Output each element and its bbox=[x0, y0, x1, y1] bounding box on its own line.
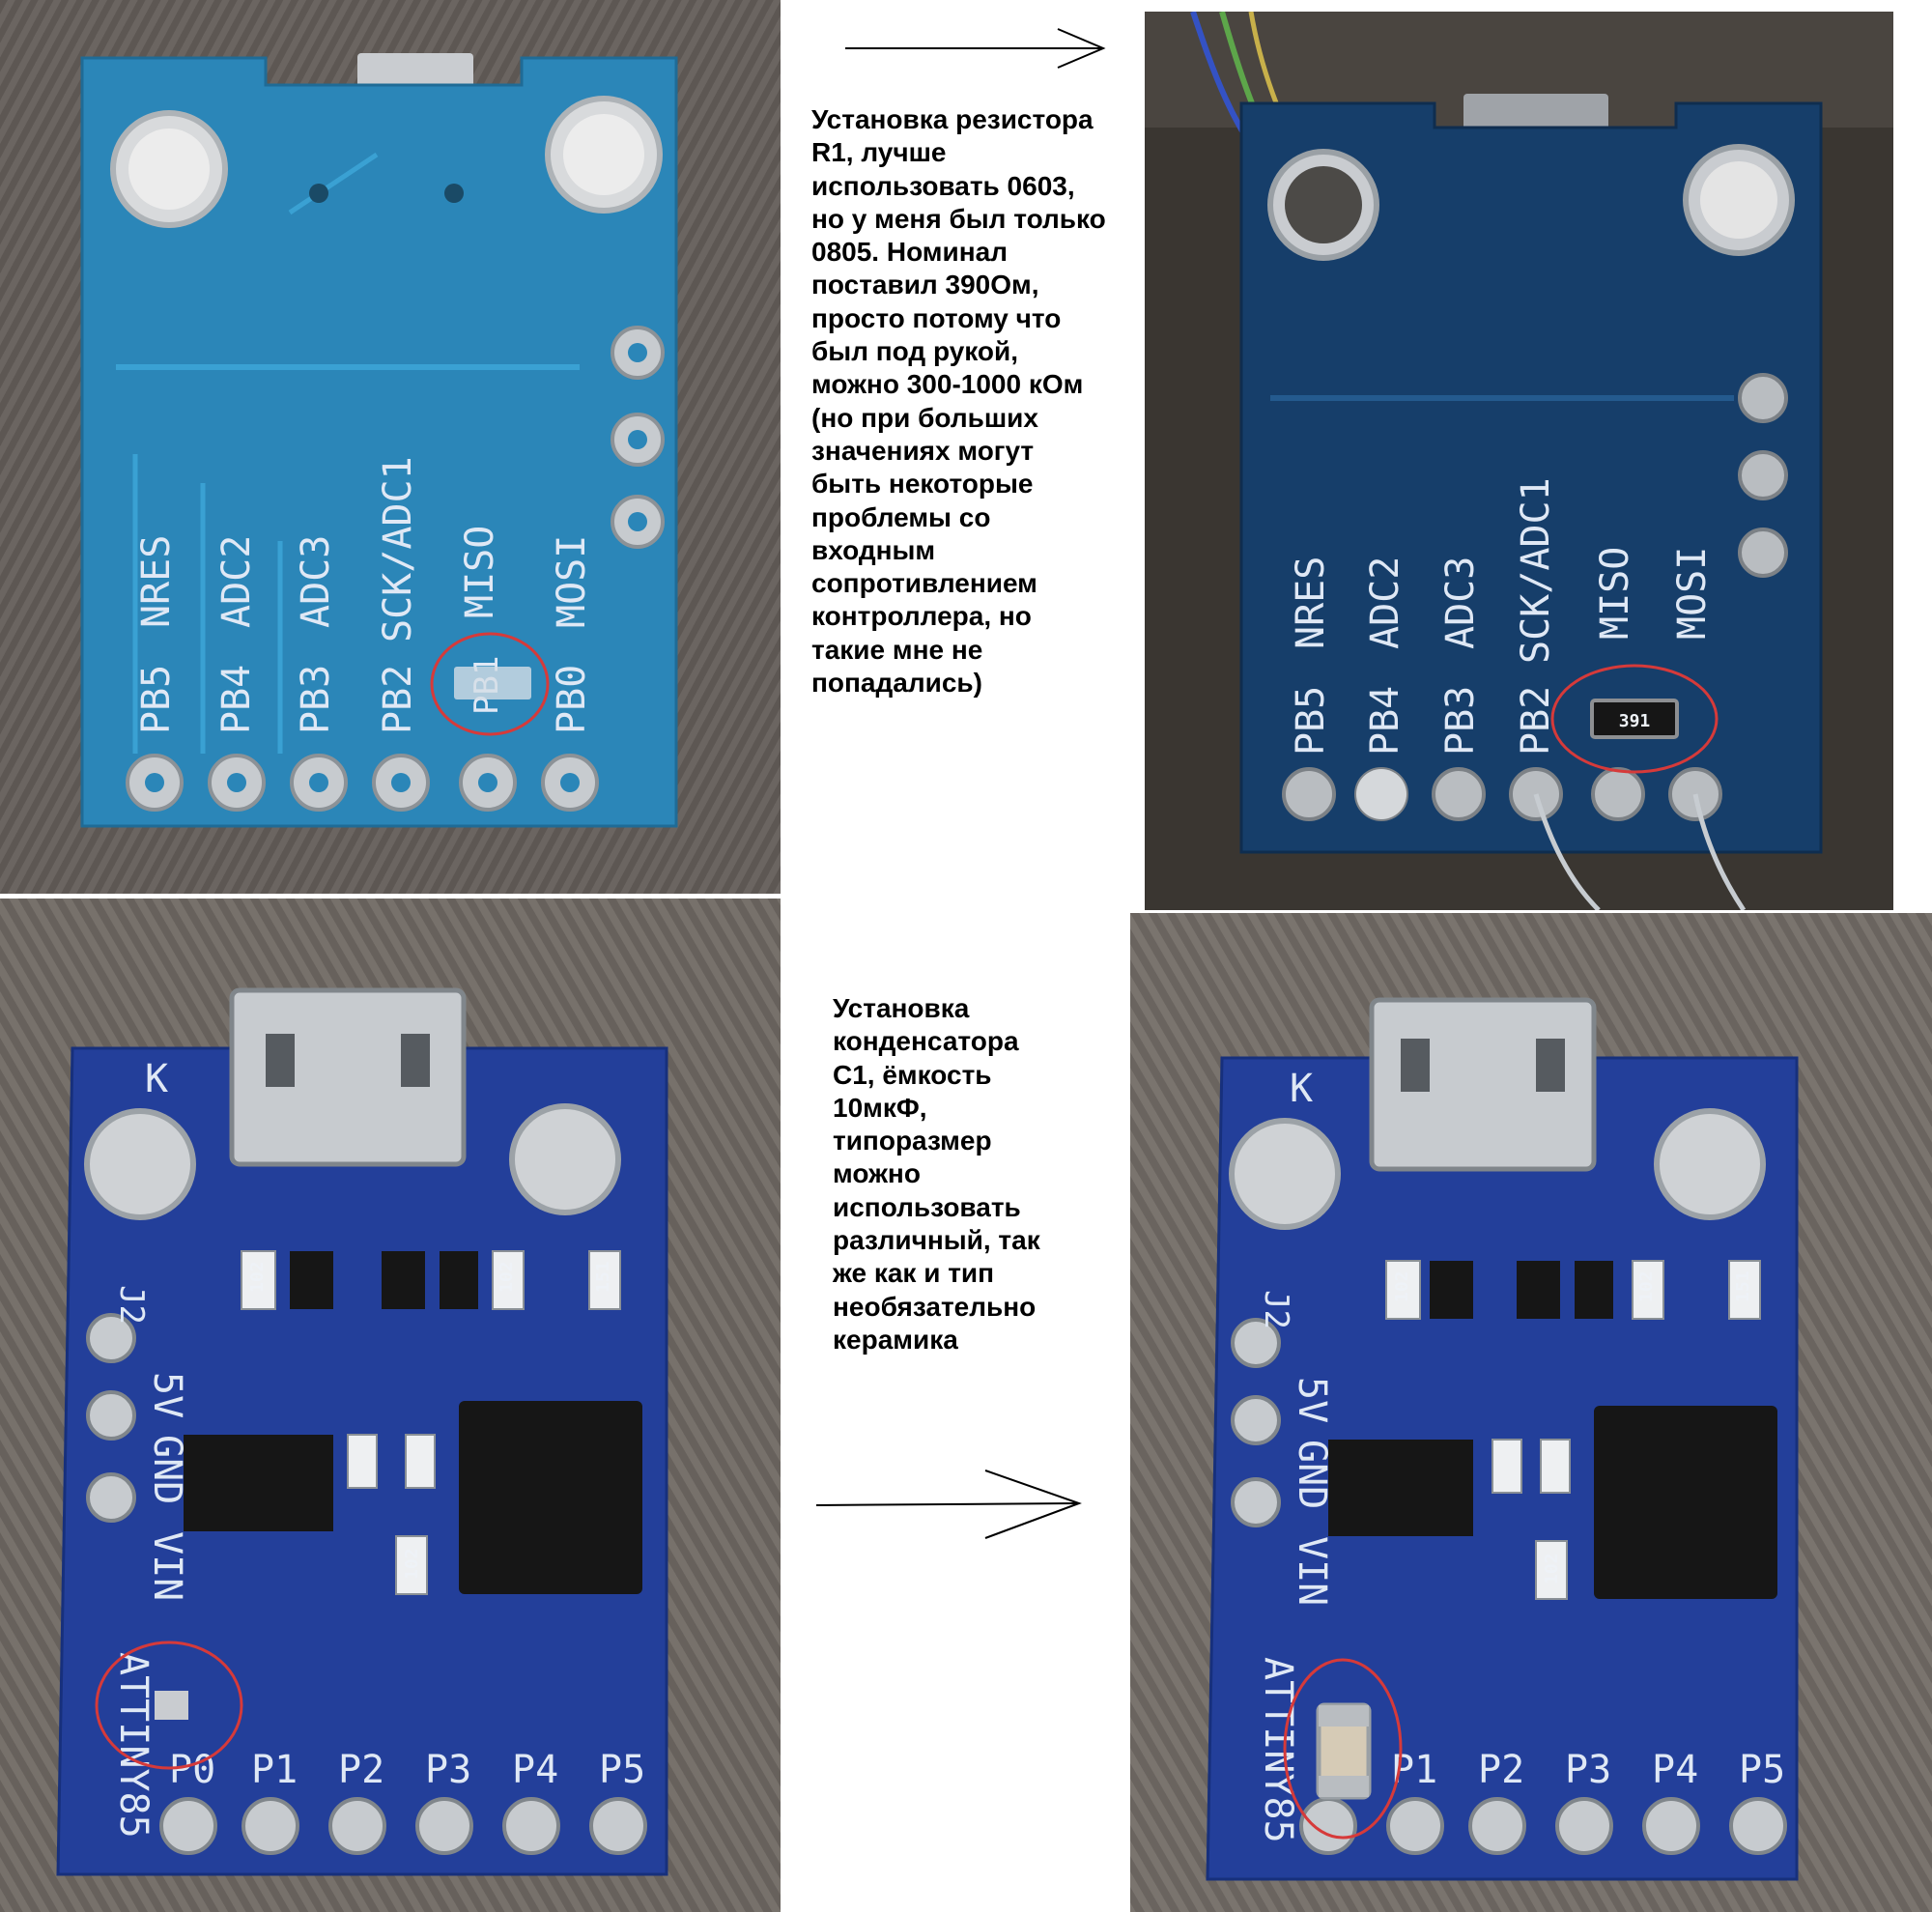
side-label: ATTINY85 bbox=[1256, 1657, 1300, 1843]
side-label: GND bbox=[145, 1435, 189, 1504]
resistor-r1 bbox=[1590, 699, 1679, 739]
pin-label: ADC2 bbox=[1363, 556, 1407, 649]
annotation-circle bbox=[430, 632, 550, 736]
pin-label: P3 bbox=[425, 1748, 471, 1792]
corner-label: K bbox=[145, 1057, 168, 1101]
part-marking: 151 bbox=[1733, 1270, 1753, 1302]
part-marking: 102 bbox=[1636, 1270, 1657, 1302]
part-marking: 102 bbox=[1392, 1270, 1412, 1302]
annotation-circle bbox=[1283, 1658, 1403, 1840]
pin-label: P5 bbox=[599, 1748, 645, 1792]
arrow-right-icon bbox=[845, 28, 1106, 69]
pin-label: SCK/ADC1 bbox=[376, 456, 420, 642]
pin-label: P4 bbox=[512, 1748, 558, 1792]
pin-label: MISO bbox=[458, 526, 502, 618]
part-marking: 102 bbox=[497, 1261, 517, 1293]
photo-front-after: K 102 102 151 102 5V GND VIN ATTINY85 J2… bbox=[1130, 913, 1932, 1912]
resistor-note: Установка резистора R1, лучше использова… bbox=[811, 104, 1106, 699]
pin-label: PB0 bbox=[550, 665, 594, 734]
part-marking: 102 bbox=[402, 1548, 422, 1580]
pin-label: MISO bbox=[1593, 547, 1637, 640]
board-front-after-illustration: K 102 102 151 102 5V GND VIN ATTINY85 J2… bbox=[1130, 913, 1932, 1912]
side-label: J2 bbox=[1257, 1290, 1295, 1329]
annotation-circle bbox=[1550, 664, 1719, 774]
pin-label: PB2 bbox=[1514, 686, 1558, 756]
photo-front-before: K 102 102 151 102 5V GND VIN ATTINY85 J2… bbox=[0, 899, 781, 1912]
side-label: VIN bbox=[145, 1531, 189, 1601]
pin-label: PB4 bbox=[1363, 686, 1407, 756]
pin-label: P1 bbox=[251, 1748, 298, 1792]
pin-label: PB5 bbox=[1289, 686, 1333, 756]
pin-label: SCK/ADC1 bbox=[1514, 477, 1558, 664]
side-label: ATTINY85 bbox=[111, 1652, 156, 1839]
pin-label: P0 bbox=[169, 1748, 215, 1792]
board-front-before-illustration: K 102 102 151 102 5V GND VIN ATTINY85 J2… bbox=[0, 899, 781, 1912]
side-label: J2 bbox=[112, 1285, 151, 1325]
pin-label: ADC3 bbox=[1438, 556, 1483, 649]
side-label: 5V bbox=[145, 1372, 189, 1418]
part-marking: 102 bbox=[247, 1261, 268, 1293]
board-back-before-illustration: PB5 NRES PB4 ADC2 PB3 ADC3 PB2 SCK/ADC1 … bbox=[0, 0, 781, 894]
pin-label: PB3 bbox=[294, 665, 338, 734]
photo-back-after: PB5 NRES PB4 ADC2 PB3 ADC3 PB2 SCK/ADC1 … bbox=[1145, 12, 1893, 910]
pin-label: P2 bbox=[1478, 1748, 1524, 1792]
arrow-right-icon bbox=[815, 1470, 1082, 1539]
board-back-after-illustration: PB5 NRES PB4 ADC2 PB3 ADC3 PB2 SCK/ADC1 … bbox=[1145, 12, 1893, 910]
pin-label: P2 bbox=[338, 1748, 384, 1792]
resistor-marking: 391 bbox=[1619, 711, 1651, 731]
pin-label: NRES bbox=[1289, 556, 1333, 649]
part-marking: 151 bbox=[593, 1261, 613, 1293]
photo-back-before: PB5 NRES PB4 ADC2 PB3 ADC3 PB2 SCK/ADC1 … bbox=[0, 0, 781, 894]
side-label: VIN bbox=[1290, 1536, 1334, 1606]
corner-label: K bbox=[1290, 1067, 1313, 1111]
pin-label: ADC3 bbox=[294, 535, 338, 628]
pin-label: PB5 bbox=[134, 665, 179, 734]
pin-label: NRES bbox=[134, 535, 179, 628]
part-marking: 102 bbox=[1542, 1553, 1562, 1584]
annotation-circle bbox=[95, 1641, 243, 1770]
pin-label: PB2 bbox=[376, 665, 420, 734]
pin-label: P3 bbox=[1565, 1748, 1611, 1792]
pin-label: MOSI bbox=[550, 535, 594, 628]
pin-label: ADC2 bbox=[214, 535, 259, 628]
pin-label: PB4 bbox=[214, 665, 259, 734]
pin-label: P5 bbox=[1739, 1748, 1785, 1792]
pin-label: PB3 bbox=[1438, 686, 1483, 756]
side-label: GND bbox=[1290, 1440, 1334, 1509]
pin-label: P4 bbox=[1652, 1748, 1698, 1792]
capacitor-note: Установка конденсатора C1, ёмкость 10мкФ… bbox=[833, 993, 1040, 1355]
pin-label: MOSI bbox=[1670, 547, 1715, 640]
side-label: 5V bbox=[1290, 1377, 1334, 1423]
